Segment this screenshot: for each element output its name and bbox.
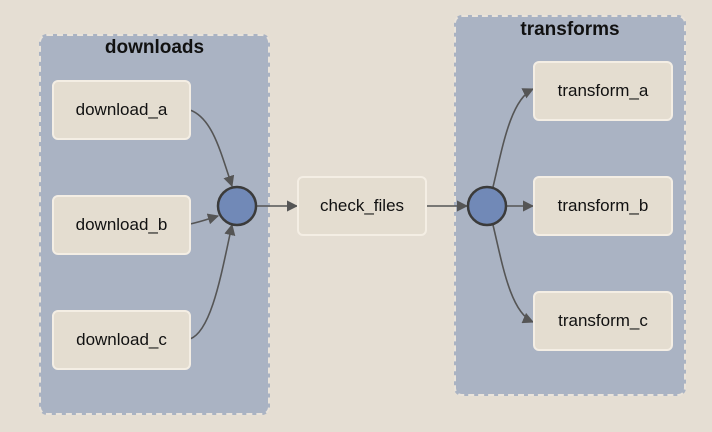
node-transform-c[interactable]: transform_c bbox=[533, 291, 673, 351]
node-download-c[interactable]: download_c bbox=[52, 310, 191, 370]
group-transforms-title: transforms bbox=[520, 19, 620, 40]
node-download-a[interactable]: download_a bbox=[52, 80, 191, 140]
node-check-files[interactable]: check_files bbox=[297, 176, 427, 236]
node-transform-b[interactable]: transform_b bbox=[533, 176, 673, 236]
node-download-b[interactable]: download_b bbox=[52, 195, 191, 255]
group-downloads-title: downloads bbox=[104, 37, 205, 58]
node-transform-a[interactable]: transform_a bbox=[533, 61, 673, 121]
